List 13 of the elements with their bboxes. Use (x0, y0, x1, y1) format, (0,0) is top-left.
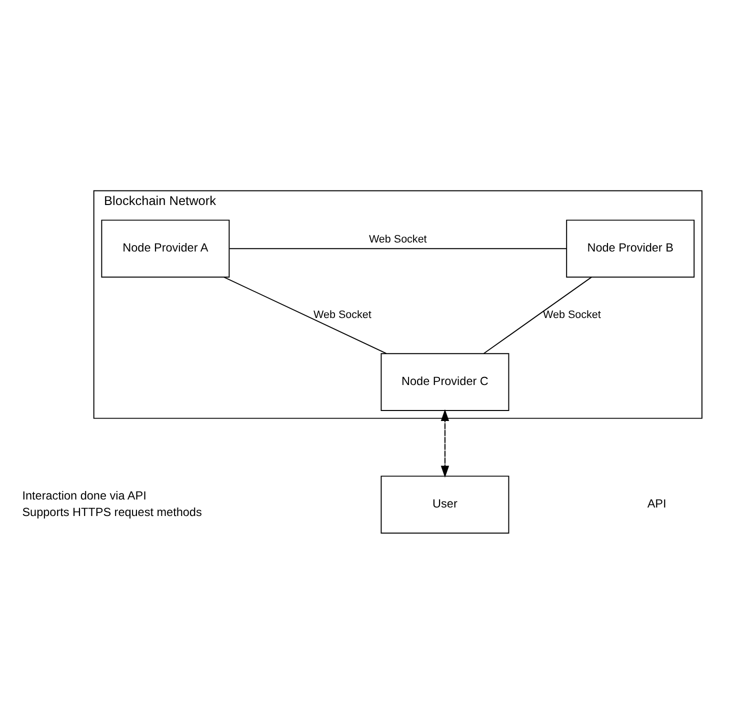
node-box: Node Provider C (380, 352, 510, 410)
node-label: Supports HTTPS request methods (22, 506, 202, 519)
connector (483, 276, 592, 354)
edge-label: Web Socket (314, 308, 372, 321)
node-box: User (380, 475, 510, 534)
edge-label: Web Socket (368, 233, 427, 246)
connector (229, 248, 567, 249)
node-label: Interaction done via API (22, 488, 146, 502)
edge-label: Web Socket (543, 308, 601, 321)
label: API (647, 497, 666, 510)
connector (224, 276, 387, 354)
node-box: Node Provider B (566, 219, 695, 278)
node-box: Node Provider A (101, 219, 230, 278)
